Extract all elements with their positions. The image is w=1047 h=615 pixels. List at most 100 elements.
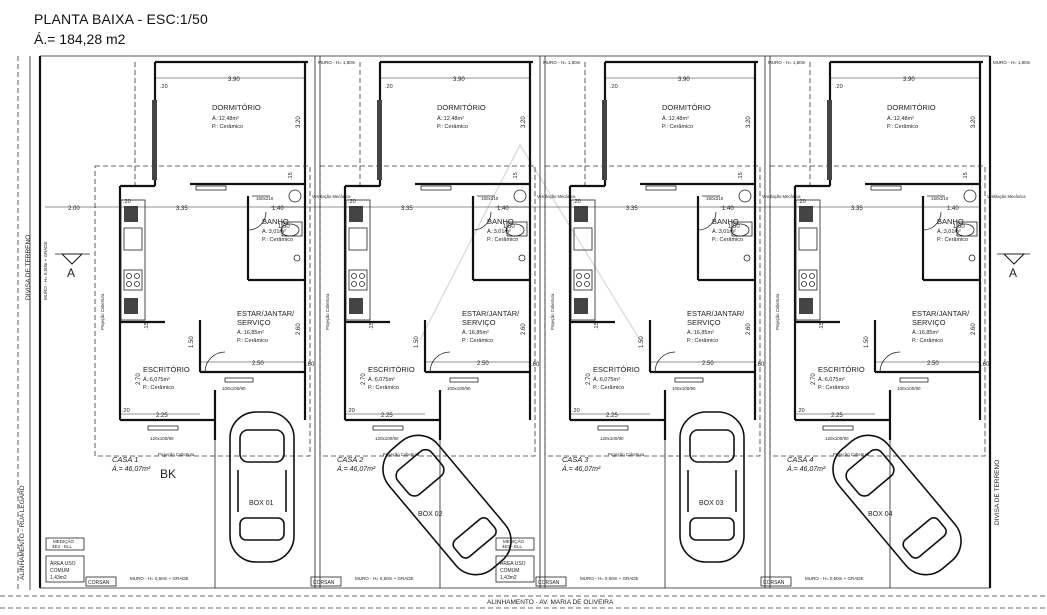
medicao-label: MEDIÇÃO [53, 538, 75, 544]
dim-bath-width: 1.40 [947, 206, 959, 212]
bedroom-area: Á.:12,48m² [662, 115, 689, 122]
kitchen-stove [348, 269, 368, 291]
alinhamento-left-label: ALINHAMENTO - RUA LEGARD [19, 485, 26, 580]
car-rear-window [902, 517, 947, 559]
car-rear-window [689, 517, 735, 541]
corsan-label: CORSAN [538, 580, 560, 586]
bathroom-name: BANHO [262, 217, 289, 226]
window-office [147, 425, 179, 431]
dim-wall: .15 [738, 172, 744, 180]
dim-door: 1.50 [864, 336, 870, 348]
dim-living-width: 2.50 [927, 361, 939, 367]
dim-bath-width: 1.40 [497, 206, 509, 212]
dim-wall: .15 [288, 172, 294, 180]
stove-burner [809, 273, 815, 279]
kitchen-counter [120, 199, 146, 321]
bedroom-floor: P.: Cerâmico [662, 124, 693, 130]
house-name: CASA 1 [112, 455, 138, 464]
stove-burner [801, 273, 807, 279]
muro-bottom-label: MURO - H= 0,50m + GRADE [805, 576, 864, 581]
section-letter-right: A [1009, 266, 1017, 280]
bedroom-floor: P.: Cerâmico [212, 124, 243, 130]
house-area: Á.= 46,07m² [336, 464, 376, 473]
projecao-label: Projeção Cobertura [158, 452, 195, 457]
dim-office-depth: 2.70 [586, 373, 592, 385]
closet-hatch [377, 150, 382, 180]
stove-burner [351, 281, 357, 287]
box-label: BOX 01 [249, 500, 274, 507]
dim-wall: .20 [160, 84, 168, 90]
comum-label: COMUM [500, 568, 519, 574]
dim-office-width: 2.25 [831, 413, 843, 419]
shower-drain [968, 254, 976, 262]
kitchen-stove [123, 269, 143, 291]
kitchen-counter [345, 199, 371, 321]
window-bedroom [645, 185, 677, 191]
door-tag: 150x210 [706, 196, 724, 201]
bathroom-floor: P.: Cerâmico [712, 237, 743, 243]
dim-living-width: 2.50 [252, 361, 264, 367]
section-marker-right: A [997, 253, 1030, 280]
stove-burner [126, 273, 132, 279]
dim-wall: .15 [963, 172, 969, 180]
car-rear-window [452, 517, 497, 559]
divisa-right-label: DIVISA DE TERRENO [994, 460, 1001, 525]
dim-bedroom-depth: 3.20 [521, 116, 527, 128]
dim-hall-length: 3.35 [401, 206, 413, 212]
dim-wall: .20 [573, 199, 581, 205]
door-swing [922, 211, 942, 231]
ventilacao-label: Ventilação Mecânica [312, 194, 351, 199]
bath-sink [963, 189, 977, 203]
toilet-bowl [280, 223, 300, 237]
kitchen-sink [348, 227, 368, 251]
dim-office-depth: 2.70 [136, 373, 142, 385]
dim-hall-length: 3.35 [626, 206, 638, 212]
projecao-label: Projeção Cobertura [608, 452, 645, 457]
car-outline [832, 434, 962, 576]
bathroom-area: Á.:3,01m² [937, 228, 961, 235]
office-floor: P.: Cerâmico [368, 385, 399, 391]
closet-hatch [827, 100, 832, 150]
living-floor: P.: Cerâmico [462, 338, 493, 344]
stove-burner [801, 281, 807, 287]
living-name-2: SERVIÇO [462, 318, 496, 327]
office-area: Á.:6,075m² [143, 376, 170, 383]
living-name: ESTAR/JANTAR/ [462, 309, 520, 318]
car-body [382, 434, 512, 576]
dim-offset: .60 [306, 362, 315, 368]
toilet-bowl [505, 223, 525, 237]
box-label: BOX 02 [418, 511, 443, 518]
ventilacao-label: Ventilação Mecânica [762, 194, 801, 199]
house-area: Á.= 46,07m² [561, 464, 601, 473]
corsan-label: CORSAN [88, 580, 110, 586]
car-windshield [239, 429, 285, 463]
kitchen-counter [570, 199, 596, 321]
dim-wall: .20 [572, 408, 580, 414]
bedroom-floor: P.: Cerâmico [887, 124, 918, 130]
house-name: CASA 4 [787, 455, 813, 464]
dim-living-width: 2.50 [477, 361, 489, 367]
closet-hatch [602, 100, 607, 150]
door-swing [247, 211, 267, 231]
window-tag: 120x100/90 [825, 436, 849, 441]
roof-projection [94, 165, 311, 457]
window-tag: 120x100/90 [150, 436, 174, 441]
closet-hatch [827, 150, 832, 180]
dim-bath-depth: 1.50 [728, 224, 740, 230]
projecao-label: Projeção Cobertura [775, 293, 780, 330]
kitchen-sink [123, 227, 143, 251]
door-swing [879, 351, 901, 373]
hatched-wall [349, 206, 363, 222]
bath-sink [288, 189, 302, 203]
muro-top-label: MURO - H= 1,80m [318, 60, 356, 65]
window-tag: 120x100/90 [375, 436, 399, 441]
door-tag: 150x210 [931, 196, 949, 201]
window-tag: 120x100/90 [600, 436, 624, 441]
dim-office-depth: 2.70 [811, 373, 817, 385]
bedroom-area: Á.:12,48m² [212, 115, 239, 122]
window-office [597, 425, 629, 431]
dim-bedroom-depth: 3.20 [296, 116, 302, 128]
living-name: ESTAR/JANTAR/ [912, 309, 970, 318]
dim-offset: .60 [981, 362, 990, 368]
corsan-box [85, 576, 117, 587]
